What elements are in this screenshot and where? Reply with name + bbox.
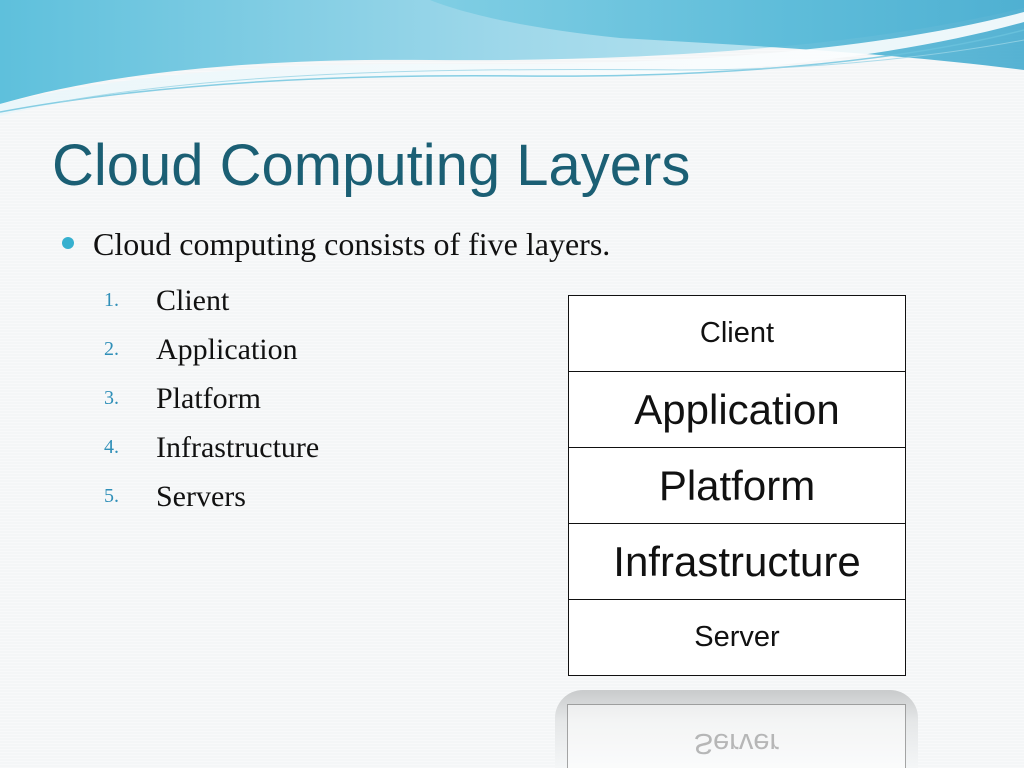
list-item-text: Infrastructure [156, 430, 320, 464]
list-item-text: Platform [156, 381, 261, 415]
list-item: 3. Platform [104, 374, 319, 423]
list-item: 2. Application [104, 325, 319, 374]
layer-server: Server [694, 621, 780, 653]
reflection-server-label: Server [567, 704, 906, 768]
list-number: 3. [104, 387, 119, 409]
layer-infrastructure: Infrastructure [569, 524, 905, 600]
list-item: 5. Servers [104, 472, 319, 521]
layer-stack-diagram: Client Application Platform Infrastructu… [568, 295, 906, 676]
list-item-text: Client [156, 283, 230, 317]
layer-application: Application [569, 372, 905, 448]
list-item: 4. Infrastructure [104, 423, 319, 472]
list-item: 1. Client [104, 276, 319, 325]
list-number: 4. [104, 436, 119, 458]
layer-list: 1. Client 2. Application 3. Platform 4. … [104, 276, 319, 521]
list-number: 5. [104, 485, 119, 507]
header-wave-decoration [0, 0, 1024, 116]
main-bullet: Cloud computing consists of five layers. [62, 222, 610, 266]
list-item-text: Application [156, 332, 298, 366]
bullet-text: Cloud computing consists of five layers. [93, 225, 611, 262]
diagram-reflection: Server [555, 690, 918, 768]
list-number: 1. [104, 289, 119, 311]
slide-title: Cloud Computing Layers [52, 133, 691, 198]
bullet-dot-icon [62, 237, 74, 249]
layer-platform: Platform [569, 448, 905, 524]
layer-client: Client [569, 296, 905, 372]
list-item-text: Servers [156, 479, 246, 513]
list-number: 2. [104, 338, 119, 360]
